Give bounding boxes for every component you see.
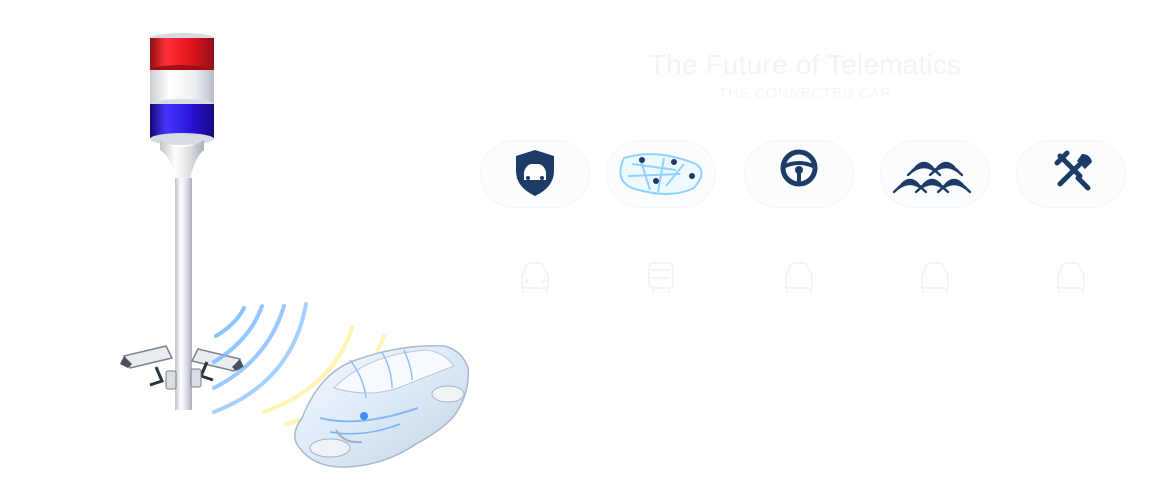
- car-front-icon: [921, 262, 949, 293]
- steering-wheel-icon: [780, 149, 818, 187]
- feature-safety: [472, 140, 598, 300]
- feature-maintenance: [1008, 140, 1134, 300]
- feature-cloud: [880, 140, 990, 208]
- feature-connectivity: [872, 140, 998, 300]
- car-front-icon: [521, 262, 549, 293]
- feature-driving: [736, 140, 862, 300]
- security-camera-left: [120, 345, 177, 390]
- car-front-icon: [785, 262, 813, 293]
- connected-car: [294, 345, 469, 468]
- roadside-pole-illustration: [120, 33, 469, 468]
- security-camera-right: [190, 348, 244, 388]
- signal-waves-icon: [892, 161, 972, 194]
- pole: [160, 140, 204, 410]
- page-subtitle: THE CONNECTED CAR: [718, 85, 892, 102]
- page-title: The Future of Telematics: [648, 49, 962, 80]
- warning-beacon: [150, 33, 214, 145]
- feature-navigation: [598, 140, 724, 300]
- shield-car-icon: [516, 150, 554, 196]
- tools-icon: [1054, 150, 1092, 191]
- bus-front-icon: [648, 262, 674, 293]
- map-pins-icon: [619, 153, 703, 195]
- car-front-icon: [1057, 262, 1085, 293]
